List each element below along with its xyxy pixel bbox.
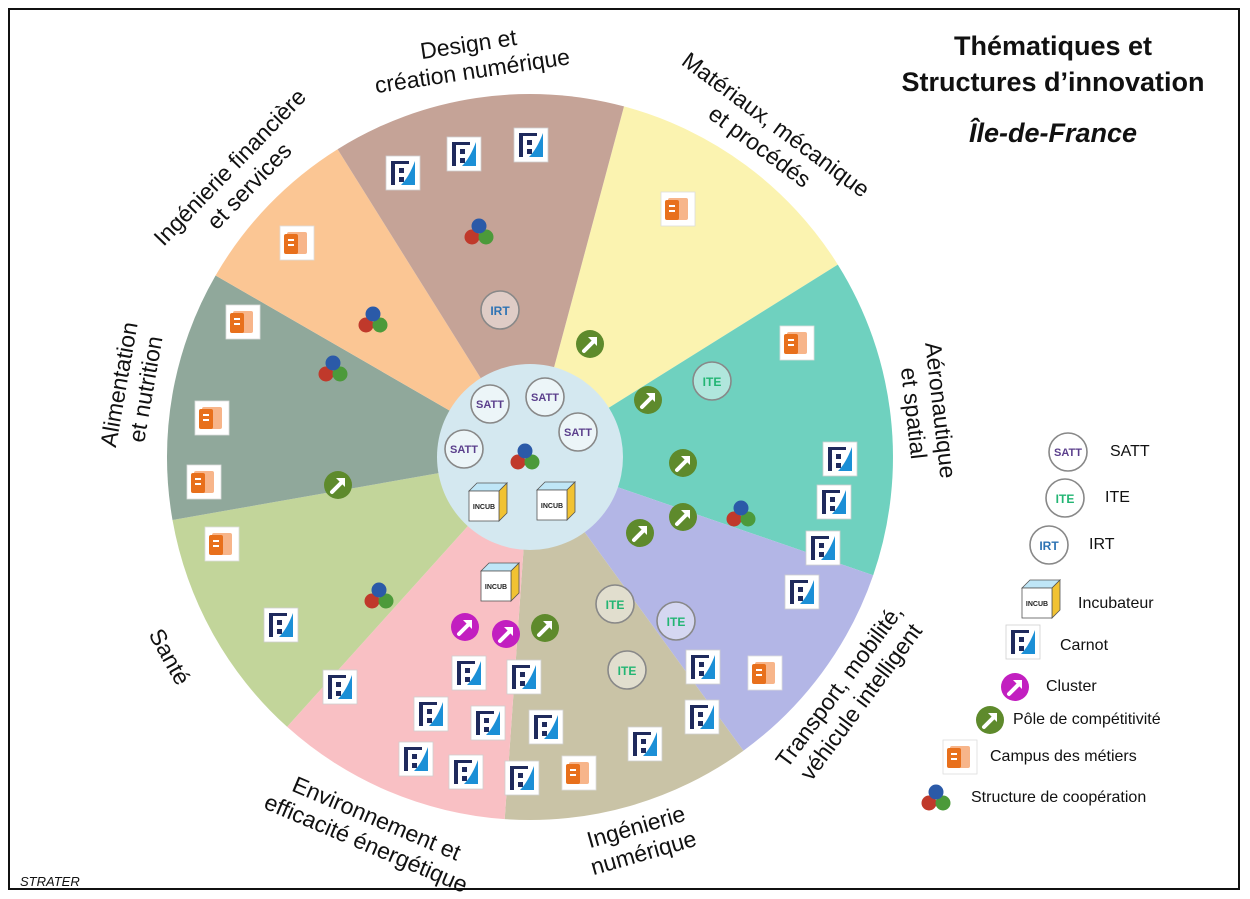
pole-arrow-icon	[667, 447, 699, 479]
ite-badge-icon	[607, 650, 647, 690]
legend-label: ITE	[1105, 489, 1130, 506]
legend-label: Incubateur	[1078, 595, 1154, 612]
cooperation-structure-icon	[921, 784, 951, 811]
title-line-2: Structures d’innovation	[901, 67, 1205, 97]
sector-transport	[530, 457, 874, 751]
campus-metiers-icon	[660, 191, 696, 227]
legend-item-incubateur: Incubateur	[1078, 587, 1154, 621]
figure-subtitle: Île-de-France	[968, 118, 1138, 148]
campus-metiers-icon	[225, 304, 261, 340]
carnot-logo-icon	[816, 484, 852, 520]
legend-label: Campus des métiers	[990, 748, 1137, 765]
carnot-logo-icon	[684, 699, 720, 735]
sector-label-line: Santé	[144, 624, 196, 689]
ite-badge-icon	[656, 601, 696, 641]
cluster-arrow-icon	[449, 611, 481, 643]
legend-item-carnot: Carnot	[1060, 629, 1108, 663]
pole-arrow-icon	[624, 517, 656, 549]
pole-arrow-icon	[322, 469, 354, 501]
sector-materiaux	[530, 106, 838, 458]
pole-arrow-icon	[529, 612, 561, 644]
legend-label: SATT	[1110, 443, 1150, 460]
cluster-arrow-icon	[490, 618, 522, 650]
incubator-cube-icon	[480, 562, 520, 602]
carnot-logo-icon	[413, 696, 449, 732]
campus-metiers-icon	[279, 225, 315, 261]
campus-metiers-icon	[194, 400, 230, 436]
carnot-logo-icon	[1005, 624, 1041, 660]
campus-metiers-icon	[779, 325, 815, 361]
campus-metiers-icon	[204, 526, 240, 562]
campus-metiers-icon	[942, 739, 978, 775]
campus-metiers-icon	[561, 755, 597, 791]
source-credit: STRATER	[20, 874, 80, 889]
figure-title: Thématiques et Structures d’innovation	[868, 28, 1238, 100]
satt-badge-icon	[444, 429, 484, 469]
legend-item-cooperation: Structure de coopération	[971, 781, 1146, 815]
pole-arrow-icon	[974, 704, 1006, 736]
carnot-logo-icon	[513, 127, 549, 163]
satt-badge-icon	[558, 412, 598, 452]
incubator-cube-icon	[536, 481, 576, 521]
carnot-logo-icon	[451, 655, 487, 691]
ite-badge-icon	[1045, 478, 1085, 518]
pole-arrow-icon	[632, 384, 664, 416]
sector-sante	[172, 457, 530, 727]
satt-badge-icon	[470, 384, 510, 424]
campus-metiers-icon	[747, 655, 783, 691]
legend-label: IRT	[1089, 536, 1115, 553]
carnot-logo-icon	[322, 669, 358, 705]
carnot-logo-icon	[448, 754, 484, 790]
sector-environnement	[287, 457, 530, 820]
carnot-logo-icon	[263, 607, 299, 643]
satt-badge-icon	[525, 377, 565, 417]
ite-badge-icon	[595, 584, 635, 624]
legend-item-cluster: Cluster	[1046, 670, 1097, 704]
carnot-logo-icon	[398, 741, 434, 777]
legend-item-satt: SATT	[1110, 435, 1150, 469]
title-line-1: Thématiques et	[953, 31, 1153, 61]
incubator-cube-icon	[1021, 579, 1061, 619]
legend-label: Carnot	[1060, 637, 1109, 654]
legend-label: Cluster	[1046, 678, 1097, 695]
carnot-logo-icon	[784, 574, 820, 610]
legend-label: Pôle de compétitivité	[1013, 711, 1161, 728]
carnot-logo-icon	[805, 530, 841, 566]
irt-badge-icon	[480, 290, 520, 330]
figure-frame	[8, 8, 1240, 890]
carnot-logo-icon	[504, 760, 540, 796]
legend-label: Structure de coopération	[971, 789, 1147, 806]
cluster-arrow-icon	[999, 671, 1031, 703]
legend-item-ite: ITE	[1105, 481, 1130, 515]
carnot-logo-icon	[822, 441, 858, 477]
carnot-logo-icon	[446, 136, 482, 172]
legend-item-campus: Campus des métiers	[990, 740, 1137, 774]
carnot-logo-icon	[385, 155, 421, 191]
sector-ingenierie-numerique	[504, 457, 744, 820]
sector-label-sante: Santé	[144, 624, 196, 689]
pole-arrow-icon	[667, 501, 699, 533]
irt-badge-icon	[1029, 525, 1069, 565]
campus-metiers-icon	[186, 464, 222, 500]
legend-item-irt: IRT	[1089, 528, 1114, 562]
pole-arrow-icon	[574, 328, 606, 360]
ite-badge-icon	[692, 361, 732, 401]
carnot-logo-icon	[470, 705, 506, 741]
carnot-logo-icon	[528, 709, 564, 745]
carnot-logo-icon	[506, 659, 542, 695]
carnot-logo-icon	[685, 649, 721, 685]
legend: SATT ITE IRT Incubateur Carnot Cluster P…	[905, 430, 1235, 830]
incubator-cube-icon	[468, 482, 508, 522]
satt-badge-icon	[1048, 432, 1088, 472]
legend-item-pole: Pôle de compétitivité	[1013, 703, 1161, 737]
carnot-logo-icon	[627, 726, 663, 762]
